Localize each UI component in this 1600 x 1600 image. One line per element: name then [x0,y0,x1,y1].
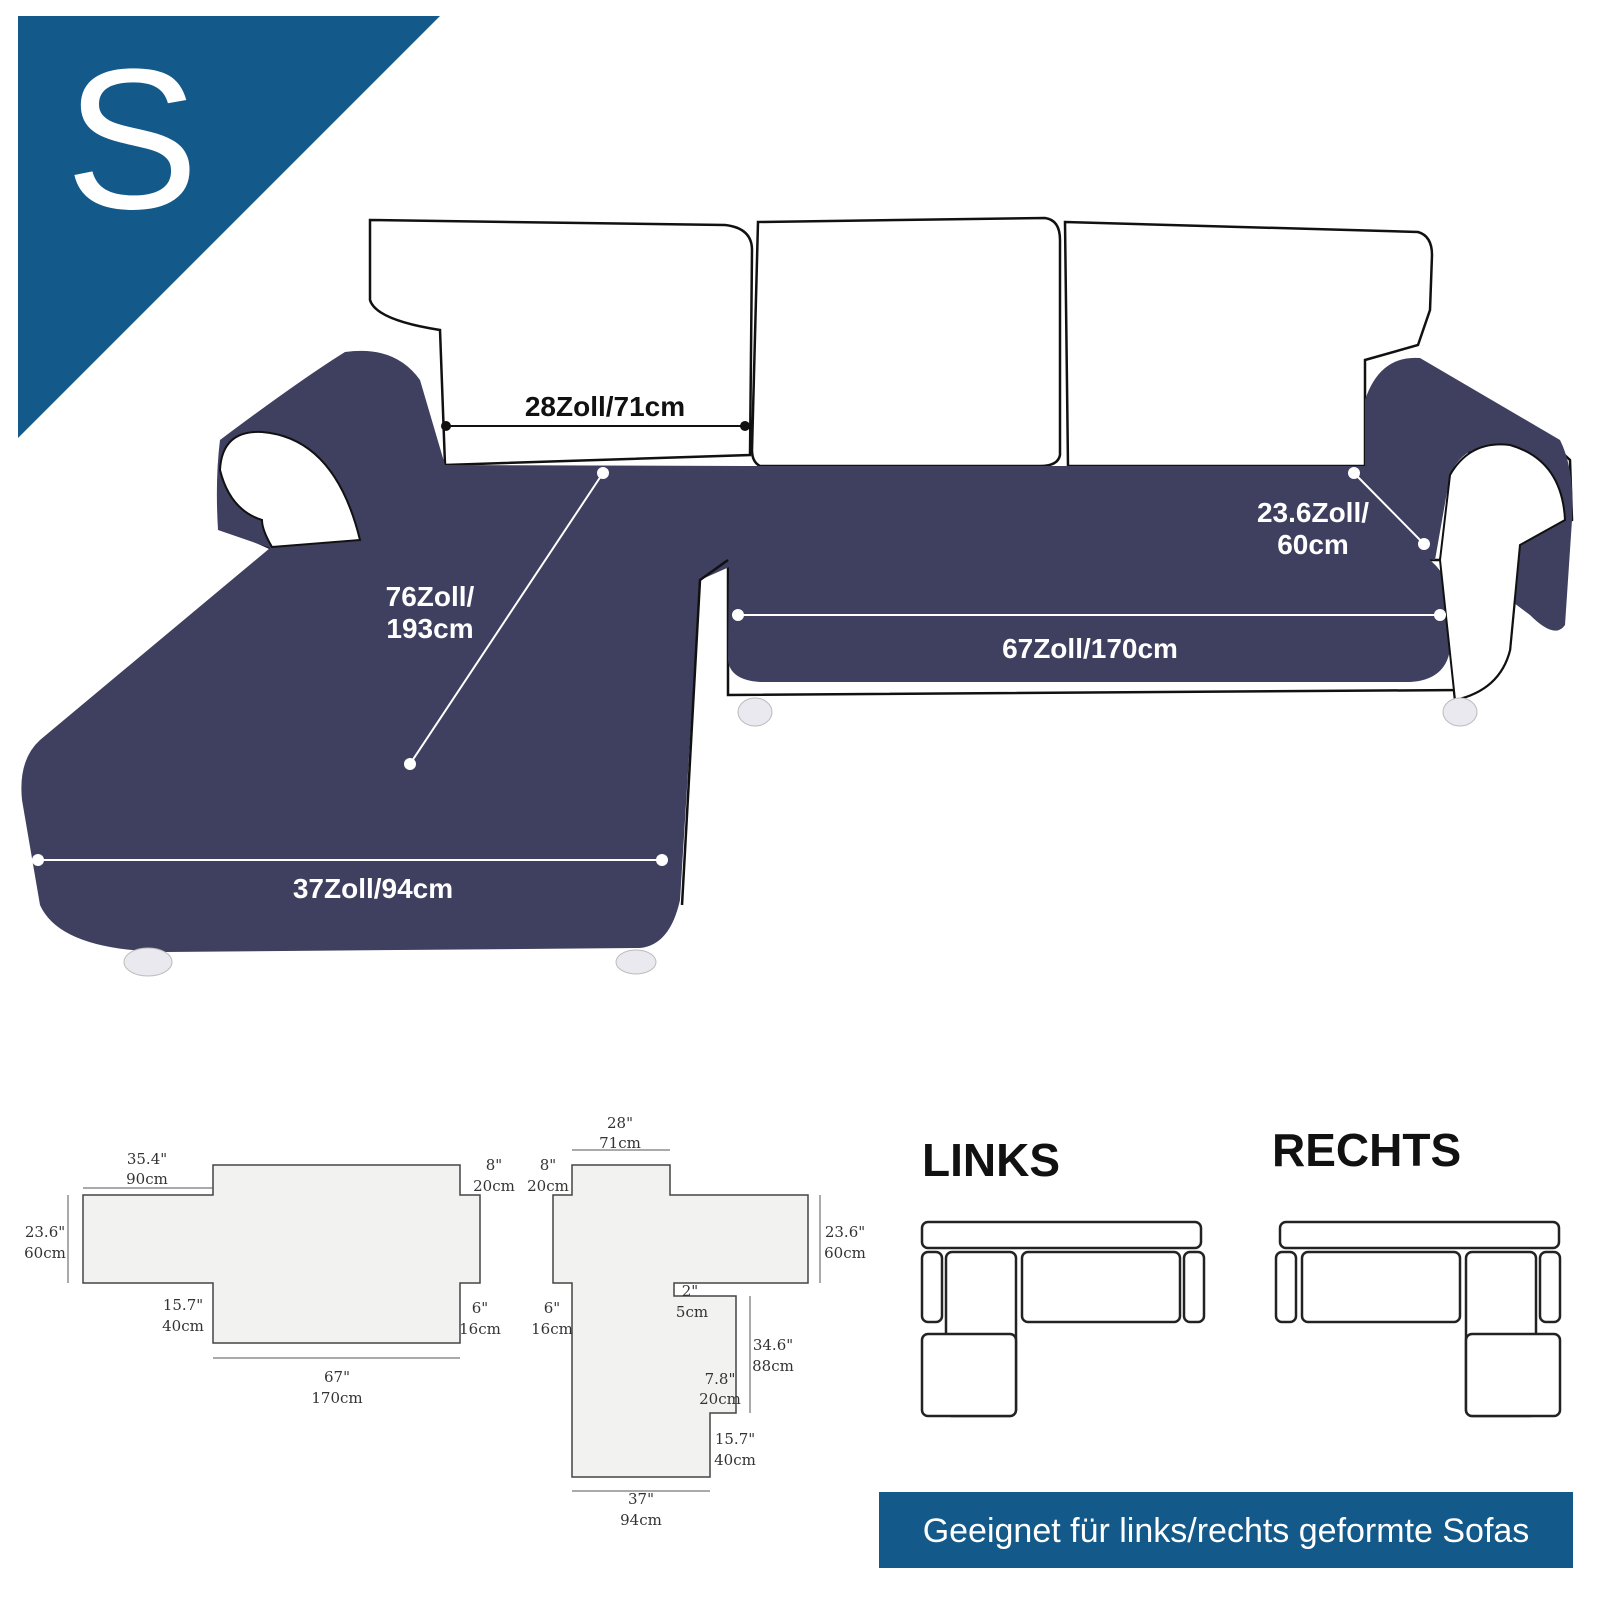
svg-text:71cm: 71cm [599,1134,641,1152]
svg-text:60cm: 60cm [24,1244,66,1262]
svg-text:15.7": 15.7" [715,1430,755,1448]
links-label: LINKS [922,1134,1060,1186]
pattern-right: 28" 71cm 8" 20cm 23.6" 60cm 6" 16cm 2" 5… [527,1114,866,1529]
pattern-left-shape [82,1164,481,1344]
dim-chaise-length-2: 193cm [386,613,473,644]
dim-back-width: 28Zoll/71cm [525,391,685,422]
svg-text:8": 8" [486,1156,502,1174]
back-cushion-left [368,218,754,467]
svg-text:90cm: 90cm [126,1170,168,1188]
pattern-right-shape [552,1164,809,1478]
svg-text:60cm: 60cm [824,1244,866,1262]
leg [123,947,173,977]
svg-text:20cm: 20cm [473,1177,515,1195]
svg-text:67": 67" [324,1368,350,1386]
right-arm-cover [1365,357,1573,631]
svg-text:6": 6" [544,1299,560,1317]
size-letter: S [65,28,198,251]
svg-text:170cm: 170cm [311,1389,362,1407]
svg-text:6": 6" [472,1299,488,1317]
compatibility-banner [879,1492,1573,1568]
svg-text:5cm: 5cm [676,1303,708,1321]
chaise-cover [21,350,745,952]
leg [615,949,657,975]
svg-text:88cm: 88cm [752,1357,794,1375]
leg [737,697,773,727]
svg-text:40cm: 40cm [714,1451,756,1469]
dim-chaise-width: 37Zoll/94cm [293,873,453,904]
measurements: 28Zoll/71cm 76Zoll/ 193cm 23.6Zoll/ 60cm… [32,391,1446,904]
rechts-sofa-icon [1274,1220,1562,1418]
svg-text:20cm: 20cm [699,1390,741,1408]
svg-text:37": 37" [628,1490,654,1508]
pattern-left: 35.4" 90cm 8" 20cm 23.6" 60cm 15.7" 40cm… [24,1150,515,1407]
svg-text:8": 8" [540,1156,556,1174]
right-arm-roll [1438,443,1567,702]
compatibility-banner-text: Geeignet für links/rechts geformte Sofas [923,1512,1530,1550]
svg-text:15.7": 15.7" [163,1296,203,1314]
seat-cover [728,466,1455,682]
svg-text:7.8": 7.8" [705,1370,736,1388]
dim-arm-depth-2: 60cm [1277,529,1349,560]
svg-text:94cm: 94cm [620,1511,662,1529]
sofa-illustration [21,216,1574,977]
svg-text:23.6": 23.6" [825,1223,865,1241]
leg [1442,697,1478,727]
svg-text:23.6": 23.6" [25,1223,65,1241]
svg-text:16cm: 16cm [531,1320,573,1338]
back-cushion-right [1063,220,1434,468]
size-badge-triangle [18,16,440,438]
rechts-label: RECHTS [1272,1124,1461,1176]
svg-text:20cm: 20cm [527,1177,569,1195]
back-cushion-middle [750,216,1062,468]
svg-text:35.4": 35.4" [127,1150,167,1168]
links-sofa-icon [920,1220,1206,1418]
dim-seat-width: 67Zoll/170cm [1002,633,1178,664]
svg-text:2": 2" [682,1282,698,1300]
dim-chaise-length-1: 76Zoll/ [386,581,475,612]
svg-text:16cm: 16cm [459,1320,501,1338]
dim-arm-depth-1: 23.6Zoll/ [1257,497,1369,528]
left-arm-roll [218,430,362,549]
svg-text:28": 28" [607,1114,633,1132]
svg-text:40cm: 40cm [162,1317,204,1335]
svg-text:34.6": 34.6" [753,1336,793,1354]
